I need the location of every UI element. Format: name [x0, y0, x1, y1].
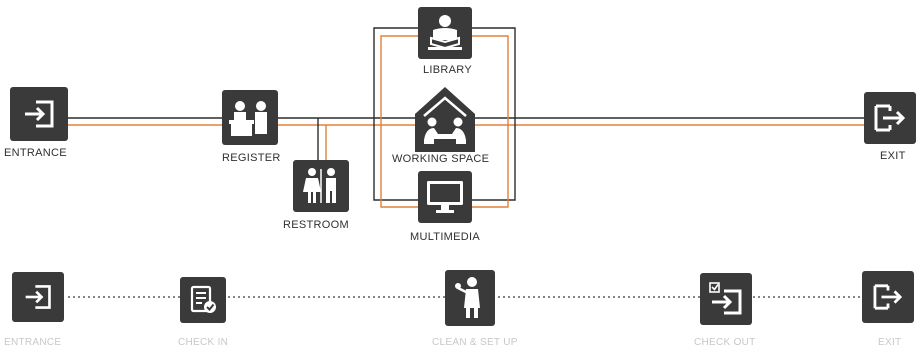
exit-node [864, 92, 916, 144]
multimedia-label: MULTIMEDIA [410, 231, 481, 243]
multimedia-node [418, 171, 472, 223]
entrance-node [10, 87, 68, 141]
process-entrance-label: ENTRANCE [4, 337, 62, 348]
checkbox-exit-icon [709, 282, 742, 315]
exit-label: EXIT [880, 150, 906, 162]
enter-icon [25, 100, 54, 128]
restroom-icon [303, 168, 336, 203]
working-space-node [414, 84, 476, 154]
process-exit-node [862, 271, 914, 323]
reception-desk-icon [229, 100, 267, 136]
monitor-icon [427, 181, 463, 213]
register-label: REGISTER [222, 152, 281, 164]
cleaner-icon [455, 277, 480, 318]
check-in-node [180, 277, 226, 323]
zone-loop-dark [373, 27, 516, 201]
checklist-icon [190, 285, 216, 313]
enter-icon [25, 285, 51, 309]
process-exit-label: EXIT [878, 337, 902, 348]
library-label: LIBRARY [423, 64, 472, 76]
process-entrance-node [12, 272, 64, 322]
meeting-table-icon [415, 87, 475, 152]
exit-icon [874, 104, 906, 132]
check-out-label: CHECK OUT [694, 337, 756, 348]
restroom-label: RESTROOM [283, 219, 349, 231]
exit-icon [873, 284, 903, 310]
reading-person-icon [428, 15, 462, 50]
check-in-label: CHECK IN [178, 337, 229, 348]
working-space-label: WORKING SPACE [392, 153, 490, 165]
check-out-node [700, 273, 752, 325]
zone-loop-orange [380, 35, 509, 208]
entrance-label: ENTRANCE [4, 147, 67, 159]
library-node [418, 7, 472, 59]
register-node [222, 90, 278, 145]
clean-setup-node [445, 270, 495, 326]
clean-setup-label: CLEAN & SET UP [432, 337, 518, 348]
restroom-node [293, 160, 349, 212]
